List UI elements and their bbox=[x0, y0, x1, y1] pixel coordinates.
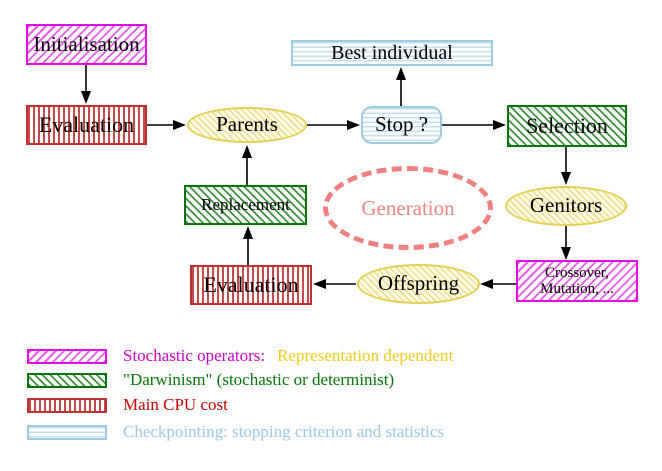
arrow-replacement-to-parents bbox=[242, 145, 252, 185]
node-offspring: Offspring bbox=[357, 264, 480, 304]
node-crossover-mutation: Crossover, Mutation, ... bbox=[516, 260, 638, 302]
arrow-offspring-to-evaluation bbox=[313, 279, 356, 289]
arrow-selection-to-genitors bbox=[561, 147, 571, 185]
legend-text-checkpointing: Checkpointing: stopping criterion and st… bbox=[123, 422, 445, 441]
legend-swatch-darwinism bbox=[27, 372, 107, 388]
legend-label-darwinism: "Darwinism" (stochastic or determinist) bbox=[123, 370, 394, 390]
legend-label-stochastic: Stochastic operators: Representation depe… bbox=[123, 346, 453, 366]
node-selection: Selection bbox=[507, 105, 627, 147]
legend-row-checkpointing: Checkpointing: stopping criterion and st… bbox=[27, 421, 444, 443]
crossover-line1: Crossover, bbox=[545, 264, 609, 281]
legend-text-cpu-cost: Main CPU cost bbox=[123, 395, 228, 414]
generation-ellipse: Generation bbox=[323, 166, 493, 250]
arrow-head bbox=[396, 67, 406, 80]
arrow-stop-to-selection bbox=[442, 120, 506, 130]
legend-row-stochastic: Stochastic operators: Representation depe… bbox=[27, 345, 453, 367]
legend-text-stochastic: Stochastic operators: bbox=[123, 346, 266, 365]
arrow-initialisation-to-evaluation bbox=[81, 65, 91, 104]
arrow-head bbox=[242, 145, 252, 158]
arrow-stop-to-best-individual bbox=[396, 67, 406, 106]
arrow-genitors-to-crossover bbox=[561, 226, 571, 260]
legend-row-cpu-cost: Main CPU cost bbox=[27, 394, 228, 416]
legend-label-checkpointing: Checkpointing: stopping criterion and st… bbox=[123, 422, 444, 442]
legend-swatch-stochastic bbox=[27, 348, 107, 364]
crossover-line2: Mutation, ... bbox=[540, 281, 614, 297]
node-best-individual: Best individual bbox=[291, 40, 493, 66]
arrow-head bbox=[81, 91, 91, 104]
node-initialisation: Initialisation bbox=[26, 24, 147, 65]
arrow-crossover-to-offspring bbox=[480, 279, 516, 289]
arrow-parents-to-stop bbox=[307, 120, 360, 130]
arrow-head bbox=[347, 120, 360, 130]
legend-swatch-checkpointing bbox=[27, 424, 107, 440]
node-genitors: Genitors bbox=[505, 186, 627, 226]
legend-label-cpu-cost: Main CPU cost bbox=[123, 395, 228, 415]
arrow-evaluation-to-replacement bbox=[243, 226, 253, 265]
node-replacement: Replacement bbox=[184, 185, 307, 225]
arrow-head bbox=[480, 279, 493, 289]
arrow-head bbox=[173, 120, 186, 130]
node-stop: Stop ? bbox=[361, 106, 442, 144]
arrow-evaluation-to-parents bbox=[147, 120, 186, 130]
arrow-head bbox=[493, 120, 506, 130]
legend-text-representation: Representation dependent bbox=[277, 346, 454, 365]
node-parents: Parents bbox=[187, 107, 307, 143]
legend-text-darwinism: "Darwinism" (stochastic or determinist) bbox=[123, 370, 395, 389]
arrow-head bbox=[243, 226, 253, 239]
legend-swatch-cpu-cost bbox=[27, 397, 107, 413]
arrow-head bbox=[561, 172, 571, 185]
arrow-head bbox=[313, 279, 326, 289]
node-evaluation-top: Evaluation bbox=[26, 105, 147, 145]
arrow-head bbox=[561, 247, 571, 260]
node-evaluation-bottom: Evaluation bbox=[190, 265, 312, 305]
legend-row-darwinism: "Darwinism" (stochastic or determinist) bbox=[27, 369, 394, 391]
